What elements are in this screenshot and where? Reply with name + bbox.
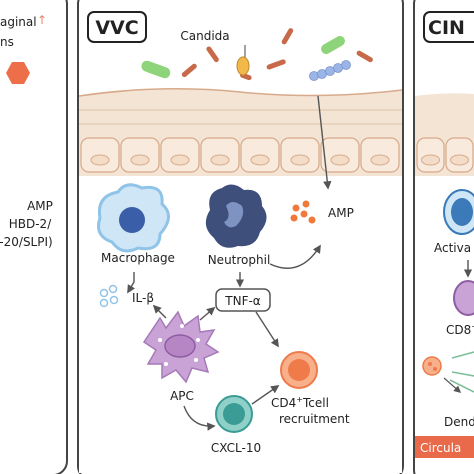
neutrophil-label: Neutrophil xyxy=(208,253,271,267)
circulation-label: Circula xyxy=(420,441,461,455)
tnf-alpha-box xyxy=(215,288,271,312)
left-amp-line-2: HBD-2/ xyxy=(9,217,52,231)
arrow-to-amp xyxy=(317,95,332,190)
dendritic-label: Dend xyxy=(444,415,474,429)
apc-label: APC xyxy=(170,389,194,403)
arrow-apc-to-tnf xyxy=(199,306,216,321)
cd4-t-cell xyxy=(280,351,318,389)
left-amp-line-1: AMP xyxy=(27,199,53,213)
left-panel-title: aginal xyxy=(0,15,37,29)
candida-chain-icon xyxy=(309,60,351,81)
epithelium-surface xyxy=(78,88,403,97)
right-epithelial-cells xyxy=(416,137,474,173)
candida-hypha-icon xyxy=(321,36,345,54)
cin-title: CIN xyxy=(428,17,465,39)
epithelial-nucleus xyxy=(210,154,230,166)
macrophage-cell xyxy=(97,183,170,253)
epithelial-nucleus xyxy=(290,154,310,166)
epithelial-nucleus xyxy=(330,154,350,166)
tnf-alpha-label: TNF-α xyxy=(224,294,261,308)
cd4-t-cell-label: CD4+Tcell xyxy=(271,395,329,410)
left-amp-line-3: -20/SLPI) xyxy=(0,235,53,249)
recruitment-label: recruitment xyxy=(279,412,350,426)
activation-label: Activa xyxy=(434,241,471,255)
cxcl-10-cell xyxy=(215,395,253,433)
epithelial-nucleus xyxy=(450,154,469,166)
arrow-tnf-to-cd4 xyxy=(255,311,279,348)
cd8-label: CD8+ xyxy=(446,322,474,337)
candida-yeast-icon xyxy=(236,45,250,76)
vvc-title: VVC xyxy=(95,17,138,39)
vvc-panel: VVC Candida xyxy=(77,0,404,474)
epithelial-nucleus xyxy=(370,154,390,166)
arrow-cxcl-to-cd4 xyxy=(251,385,280,405)
increase-arrow-icon: ↑ xyxy=(37,13,47,27)
left-panel-subtitle: ns xyxy=(0,35,14,49)
il-beta-label: IL-β xyxy=(132,291,154,305)
right-panel-frame xyxy=(413,0,474,474)
candida-hypha-icon xyxy=(141,60,171,79)
candida-organisms xyxy=(141,28,373,81)
hexagon-icon xyxy=(6,62,30,84)
candida-label: Candida xyxy=(180,29,229,43)
neutrophil-cell xyxy=(205,184,267,248)
macrophage-label: Macrophage xyxy=(101,251,175,265)
circulation-bar xyxy=(415,436,474,458)
apc-cell xyxy=(142,310,220,384)
arrow-apc-to-cxcl xyxy=(183,405,216,431)
arrow-macrophage-to-il-beta xyxy=(127,272,136,294)
epithelial-nucleus xyxy=(90,154,110,166)
right-panel: CIN Activa CD8+ Dend Circula xyxy=(413,0,474,474)
epithelium-striations xyxy=(79,109,402,125)
pathway-arrows xyxy=(127,95,332,431)
amp-dots-icon xyxy=(290,200,316,224)
il-beta-dots-icon xyxy=(99,284,119,308)
epithelial-nucleus xyxy=(421,154,440,166)
epithelial-nucleus xyxy=(250,154,270,166)
epithelial-nucleus xyxy=(170,154,190,166)
left-panel: aginal ↑ ns AMP HBD-2/ -20/SLPI) xyxy=(0,0,68,474)
epithelial-cell-row xyxy=(80,137,400,173)
dendritic-cells xyxy=(422,351,474,393)
cxcl-10-label: CXCL-10 xyxy=(211,441,261,455)
vvc-title-box xyxy=(87,11,147,43)
cin-title-box xyxy=(423,11,474,43)
left-panel-frame xyxy=(0,0,68,474)
amp-label: AMP xyxy=(328,206,354,220)
arrow-apc-to-il-beta xyxy=(152,304,167,319)
activated-cell xyxy=(443,189,474,235)
cd8-t-cell xyxy=(453,280,474,316)
arrow-neutrophil-to-amp xyxy=(269,244,321,269)
epithelial-nucleus xyxy=(130,154,150,166)
